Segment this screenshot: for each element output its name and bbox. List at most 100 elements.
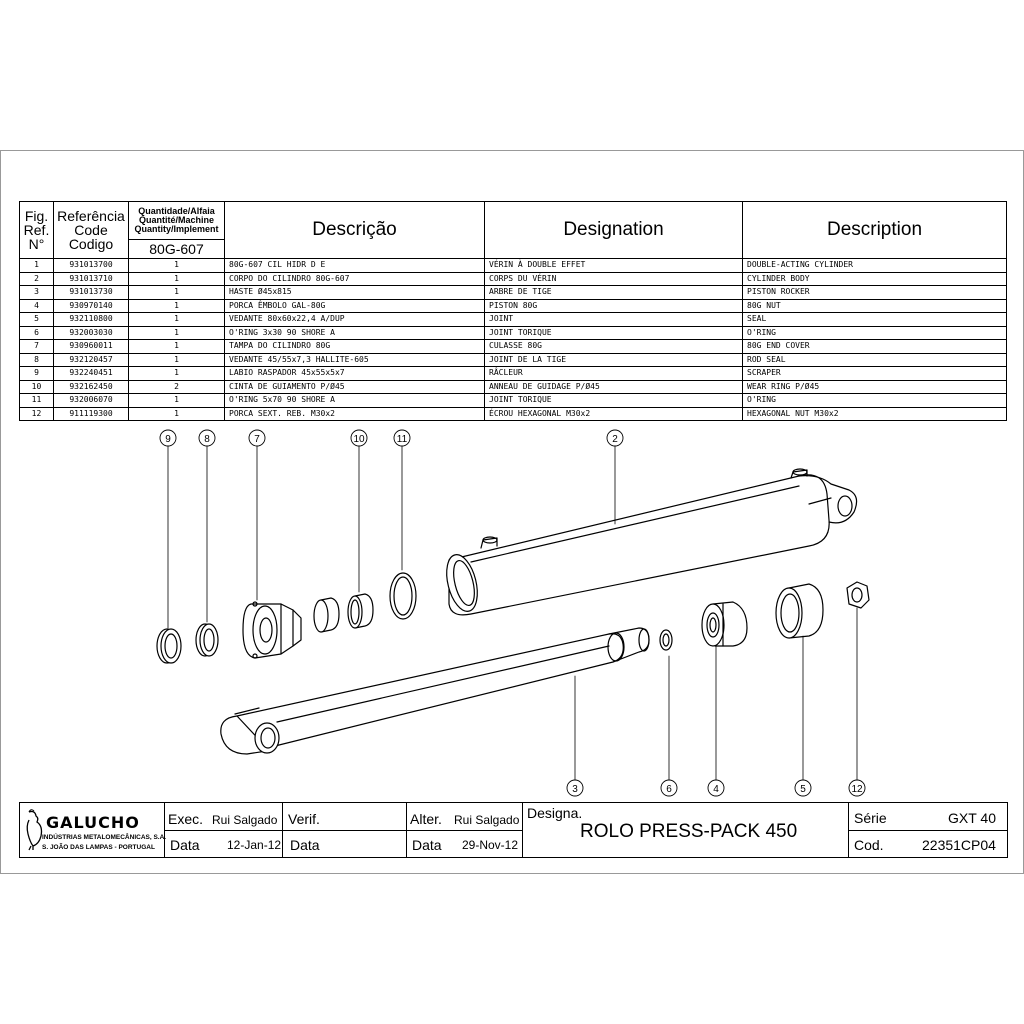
balloon-5: 5 [800, 784, 806, 795]
cell-fr: CULASSE 80G [484, 339, 743, 354]
cell-fig: 12 [19, 406, 54, 421]
balloon-9: 9 [165, 434, 171, 445]
cell-fr: JOINT TORIQUE [484, 393, 743, 408]
leader-lines [167, 445, 858, 781]
serie-value: GXT 40 [948, 810, 996, 826]
cell-qty: 1 [128, 366, 225, 381]
cell-fr: CORPS DU VÉRIN [484, 271, 743, 286]
designa-value: ROLO PRESS-PACK 450 [580, 821, 798, 842]
cell-code: 930960011 [53, 339, 129, 354]
cell-fr: JOINT TORIQUE [484, 325, 743, 340]
balloon-6: 6 [666, 784, 672, 795]
cell-fr: RÂCLEUR [484, 366, 743, 381]
alter-value: Rui Salgado [454, 813, 520, 827]
parts-table: Fig. Ref. N° Referência Code Codigo Quan… [19, 201, 1007, 421]
balloon-7: 7 [254, 434, 260, 445]
header-quantity-line3: Quantity/Implement [134, 224, 219, 234]
cell-code: 932162450 [53, 379, 129, 394]
cell-fr: ARBRE DE TIGE [484, 285, 743, 300]
header-reference-line1: Referência [57, 208, 125, 224]
cell-qty: 1 [128, 406, 225, 421]
scraper-part [156, 628, 182, 664]
cell-pt: HASTE Ø45x815 [224, 285, 485, 300]
cell-pt: O'RING 5x70 90 SHORE A [224, 393, 485, 408]
balloon-12: 12 [851, 784, 863, 795]
cell-en: DOUBLE-ACTING CYLINDER [742, 258, 1007, 273]
cell-fig: 1 [19, 258, 54, 273]
cell-fr: ÉCROU HEXAGONAL M30x2 [484, 406, 743, 421]
cell-fig: 10 [19, 379, 54, 394]
cell-en: O'RING [742, 325, 1007, 340]
cell-en: WEAR RING P/Ø45 [742, 379, 1007, 394]
hex-nut-part [846, 581, 870, 609]
cell-code: 931013730 [53, 285, 129, 300]
company-logo: GALUCHO INDÚSTRIAS METALOMECÂNICAS, S.A.… [20, 803, 166, 857]
cell-code: 932006070 [53, 393, 129, 408]
cell-code: 931013710 [53, 271, 129, 286]
rooster-logo-icon [26, 809, 43, 851]
balloon-10: 10 [353, 434, 365, 445]
exec-value: Rui Salgado [212, 813, 278, 827]
header-designation: Designation [484, 201, 743, 259]
header-fig-line1: Fig. [24, 208, 49, 224]
cell-fr: JOINT [484, 312, 743, 327]
cell-pt: O'RING 3x30 90 SHORE A [224, 325, 485, 340]
o-ring-11-part [389, 572, 417, 620]
cell-en: HEXAGONAL NUT M30x2 [742, 406, 1007, 421]
cell-fig: 3 [19, 285, 54, 300]
alter-label: Alter. [410, 811, 442, 827]
verif-data-label: Data [290, 837, 320, 853]
header-quantity: Quantidade/Alfaia Quantité/Machine Quant… [128, 201, 225, 259]
piston-part [701, 601, 748, 647]
cell-qty: 1 [128, 312, 225, 327]
alter-date: 29-Nov-12 [462, 838, 519, 852]
cell-en: SEAL [742, 312, 1007, 327]
company-subtitle-2: S. JOÃO DAS LAMPAS - PORTUGAL [42, 844, 155, 851]
cell-code: 911119300 [53, 406, 129, 421]
balloon-circles [159, 429, 866, 797]
cell-pt: CINTA DE GUIAMENTO P/Ø45 [224, 379, 485, 394]
cell-fig: 5 [19, 312, 54, 327]
cell-qty: 2 [128, 379, 225, 394]
cell-en: ROD SEAL [742, 352, 1007, 367]
parts-table-header: Fig. Ref. N° Referência Code Codigo Quan… [19, 201, 1007, 259]
header-implement: 80G-607 [149, 241, 204, 257]
balloon-4: 4 [713, 784, 719, 795]
header-reference-line3: Codigo [68, 236, 114, 252]
rod-seal-part [195, 623, 219, 657]
cell-qty: 1 [128, 393, 225, 408]
cylinder-body-part [446, 468, 858, 616]
verif-label: Verif. [288, 811, 320, 827]
cell-code: 932240451 [53, 366, 129, 381]
header-reference: Referência Code Codigo [53, 201, 129, 259]
cell-pt: 80G-607 CIL HIDR D E [224, 258, 485, 273]
cell-pt: TAMPA DO CILINDRO 80G [224, 339, 485, 354]
header-quantity-line1: Quantidade/Alfaia [138, 206, 215, 216]
cell-code: 930970140 [53, 298, 129, 313]
cell-fig: 4 [19, 298, 54, 313]
cell-en: 80G END COVER [742, 339, 1007, 354]
cell-qty: 1 [128, 325, 225, 340]
cell-en: SCRAPER [742, 366, 1007, 381]
cell-en: O'RING [742, 393, 1007, 408]
serie-label: Série [854, 810, 887, 826]
cell-fig: 7 [19, 339, 54, 354]
cell-qty: 1 [128, 339, 225, 354]
cell-fig: 2 [19, 271, 54, 286]
header-fig-line3: N° [28, 236, 45, 252]
cell-fr: PISTON 80G [484, 298, 743, 313]
cell-code: 931013700 [53, 258, 129, 273]
cell-en: PISTON ROCKER [742, 285, 1007, 300]
balloon-11: 11 [397, 434, 408, 445]
cell-pt: CORPO DO CILINDRO 80G-607 [224, 271, 485, 286]
